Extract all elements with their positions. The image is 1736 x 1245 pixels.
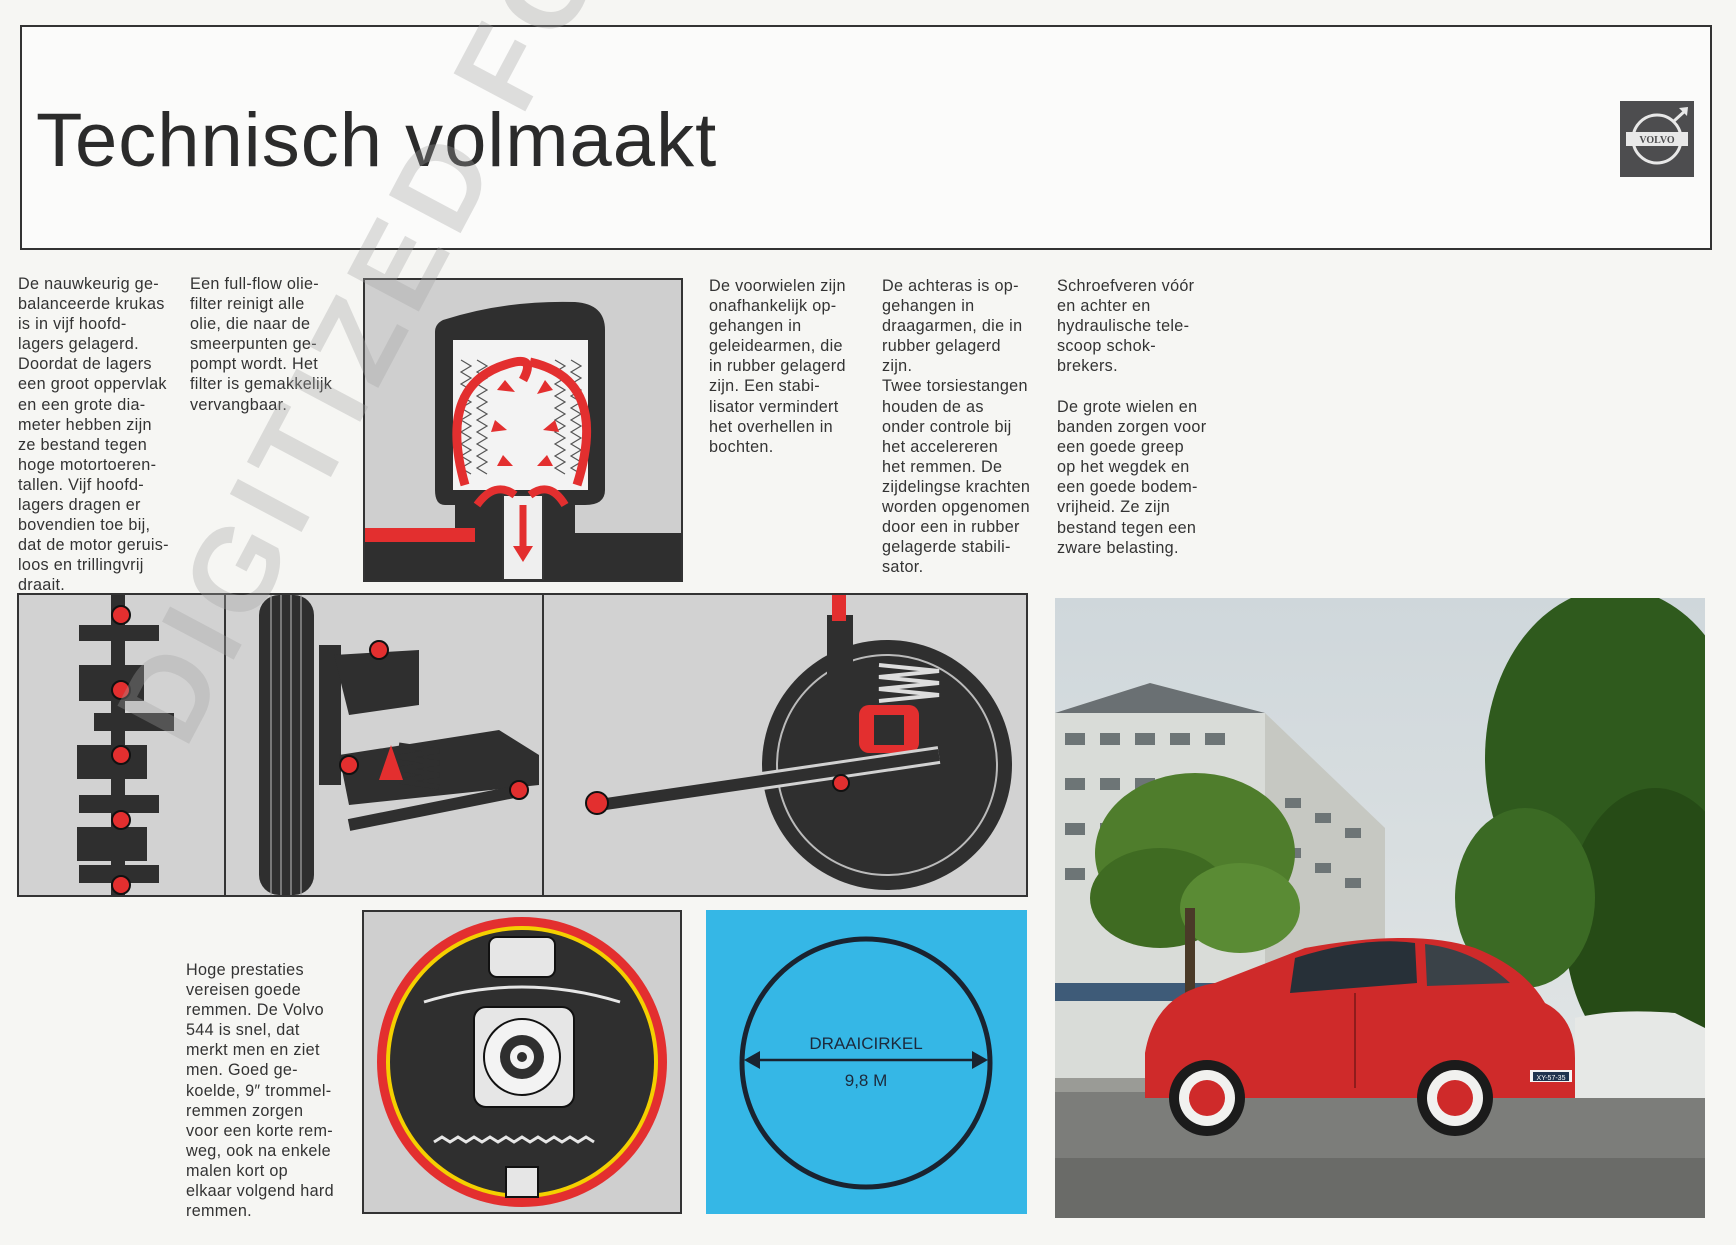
big-wheels-text: De grote wielen en banden zorgen voor ee… (1057, 398, 1207, 557)
oil-filter-text: Een full-flow olie- filter reinigt alle … (190, 275, 333, 414)
oil-filter-illustration (363, 278, 683, 582)
turning-circle-panel: DRAAICIRKEL 9,8 M (706, 910, 1027, 1214)
crankshaft-text: De nauwkeurig ge- balanceerde krukas is … (18, 275, 169, 595)
turning-circle-value: 9,8 M (845, 1071, 888, 1090)
front-suspension-drawing (259, 595, 539, 895)
logo-text: VOLVO (1639, 135, 1675, 146)
volvo-emblem-icon: VOLVO (1626, 107, 1688, 165)
license-plate: XY-57-35 (1537, 1075, 1566, 1082)
chassis-illustration-strip (17, 593, 1028, 897)
page-title: Technisch volmaakt (36, 98, 718, 183)
title-banner: Technisch volmaakt VOLVO (20, 25, 1712, 250)
front-wheels-text: De voorwielen zijn onafhankelijk op- geh… (709, 277, 846, 456)
car-photo: XY-57-35 (1055, 598, 1705, 1218)
crankshaft-drawing (77, 595, 174, 895)
turning-circle-ring (739, 936, 993, 1190)
brake-drum-illustration (362, 910, 682, 1214)
turning-circle-label: DRAAICIRKEL (809, 1034, 922, 1053)
left-arrow-icon (744, 1051, 760, 1069)
rear-suspension-drawing (585, 595, 1012, 890)
red-volvo-car: XY-57-35 (1145, 938, 1575, 1136)
right-arrow-icon (972, 1051, 988, 1069)
brakes-text: Hoge prestaties vereisen goede remmen. D… (186, 961, 334, 1221)
springs-text: Schroefveren vóór en achter en hydraulis… (1057, 277, 1195, 376)
rear-axle-text: De achteras is op- gehangen in draagarme… (882, 277, 1031, 577)
volvo-logo: VOLVO (1620, 101, 1694, 177)
